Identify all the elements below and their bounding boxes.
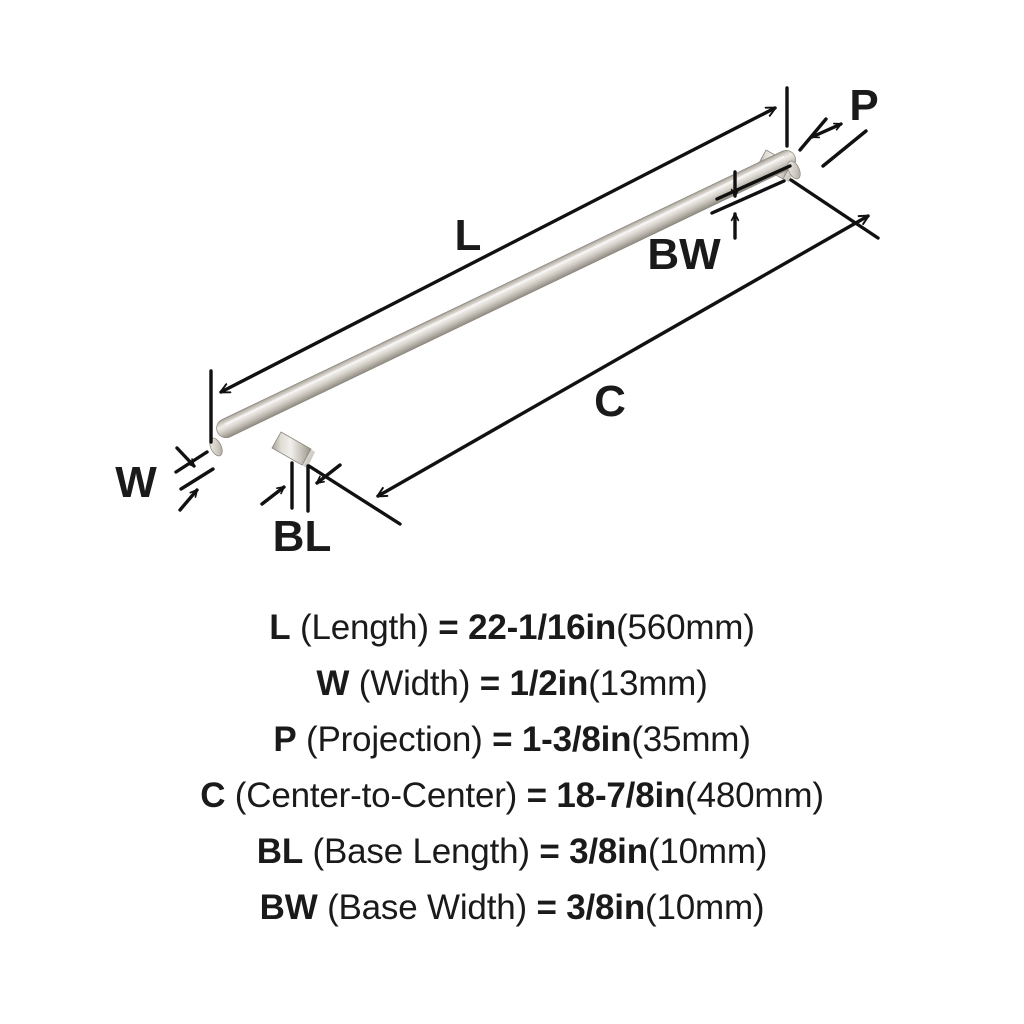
legend-name-P: (Projection) (296, 720, 493, 759)
product-dimension-drawing: L P BW (115, 81, 880, 561)
dimension-P (798, 117, 868, 168)
legend-mm-BW: (10mm) (645, 888, 765, 927)
legend-mm-BL: (10mm) (647, 832, 768, 871)
legend-inches-BL: 3/8in (569, 832, 648, 871)
legend-eq-BW: = (536, 888, 567, 927)
legend-row-C: C (Center-to-Center) = 18-7/8in(480mm) (200, 768, 824, 824)
bar-shaft (216, 150, 796, 439)
legend-inches-L: 22-1/16in (468, 608, 617, 647)
legend-mm-P: (35mm) (631, 720, 751, 759)
label-P: P (849, 81, 878, 130)
BL-arrow-right (315, 463, 342, 485)
label-BW: BW (647, 230, 721, 279)
legend-mm-C: (480mm) (685, 776, 824, 815)
legend-inches-BW: 3/8in (566, 888, 646, 927)
dimension-legend: L (Length) = 22-1/16in(560mm) W (Width) … (0, 592, 1024, 1024)
legend-row-L: L (Length) = 22-1/16in(560mm) (269, 600, 755, 656)
label-C: C (594, 377, 626, 426)
legend-name-L: (Length) (290, 608, 439, 647)
W-arrow-lower (178, 488, 199, 512)
label-W: W (115, 458, 157, 507)
legend-code-P: P (273, 720, 297, 759)
legend-inches-C: 18-7/8in (556, 776, 686, 815)
C-dimension-line (378, 214, 868, 498)
legend-code-L: L (269, 608, 291, 647)
legend-row-P: P (Projection) = 1-3/8in(35mm) (273, 712, 751, 768)
legend-mm-L: (560mm) (616, 608, 755, 647)
label-BL: BL (273, 512, 332, 561)
P-extension-upper (798, 117, 828, 152)
W-arrow-upper (175, 446, 196, 468)
legend-code-BW: BW (259, 888, 318, 927)
legend-eq-BL: = (539, 832, 570, 871)
legend-name-BL: (Base Length) (303, 832, 540, 871)
legend-code-C: C (200, 776, 226, 815)
legend-eq-L: = (438, 608, 469, 647)
label-L: L (455, 211, 482, 260)
legend-name-BW: (Base Width) (317, 888, 537, 927)
C-extension-right (789, 178, 880, 240)
W-tick-lower (179, 467, 215, 491)
BL-arrow-left (260, 485, 286, 506)
legend-row-BW: BW (Base Width) = 3/8in(10mm) (260, 880, 765, 936)
legend-name-W: (Width) (349, 664, 480, 703)
legend-eq-W: = (479, 664, 510, 703)
legend-eq-C: = (526, 776, 557, 815)
BW-reference-line-upper (715, 164, 792, 201)
legend-eq-P: = (492, 720, 522, 759)
dimension-BL (260, 461, 342, 513)
legend-inches-P: 1-3/8in (521, 720, 632, 759)
legend-row-W: W (Width) = 1/2in(13mm) (316, 656, 707, 712)
left-base-post (271, 431, 315, 468)
bar-pull-product (209, 149, 801, 468)
BW-reference-line-lower (710, 179, 786, 215)
legend-mm-W: (13mm) (588, 664, 708, 703)
P-dimension-line (810, 122, 843, 139)
P-extension-lower (821, 129, 868, 168)
legend-name-C: (Center-to-Center) (225, 776, 527, 815)
dimension-W (174, 446, 215, 512)
legend-row-BL: BL (Base Length) = 3/8in(10mm) (256, 824, 768, 880)
legend-inches-W: 1/2in (509, 664, 589, 703)
legend-code-W: W (316, 664, 350, 703)
legend-code-BL: BL (256, 832, 304, 871)
